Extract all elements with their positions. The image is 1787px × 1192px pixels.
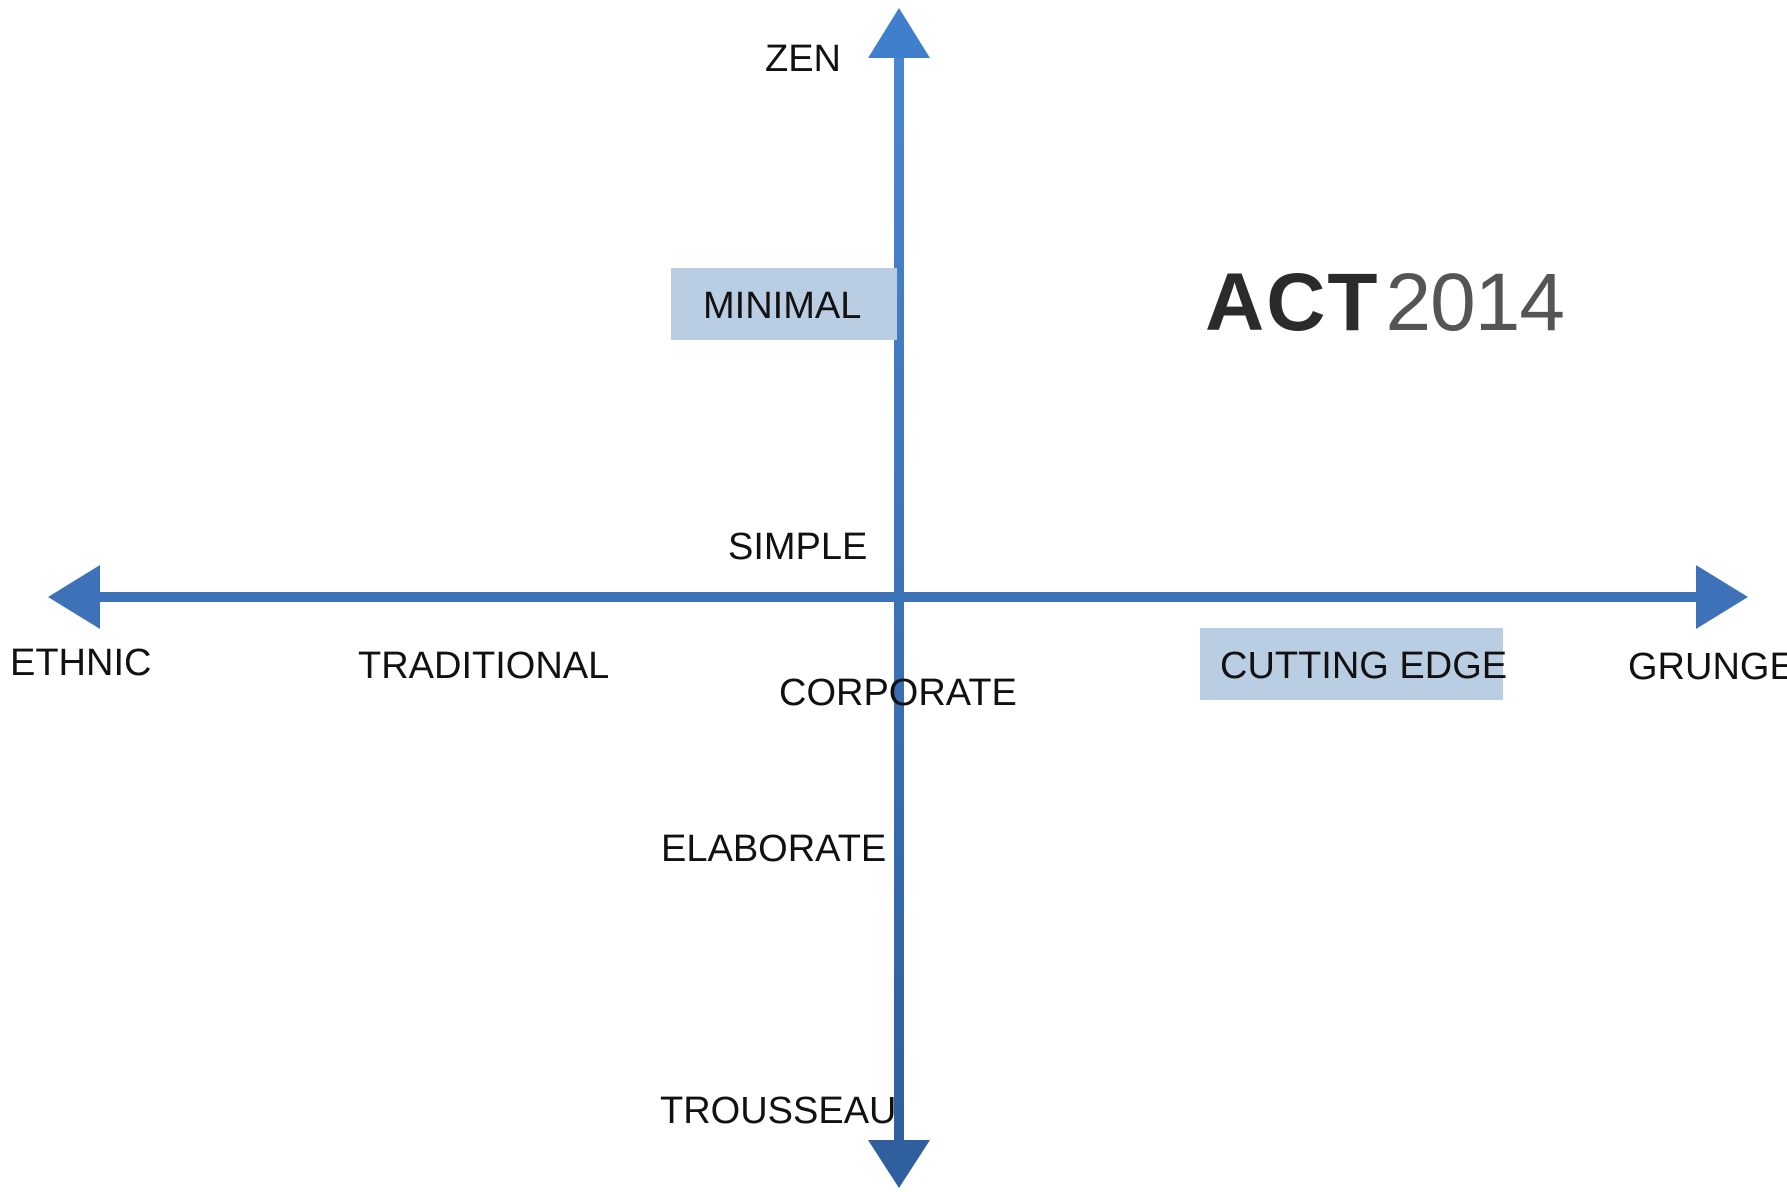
top-arrow-head [868, 8, 930, 58]
label-traditional: TRADITIONAL [358, 645, 610, 687]
label-corporate: CORPORATE [779, 672, 1017, 714]
label-simple: SIMPLE [728, 526, 868, 568]
bottom-arrow-head [868, 1140, 930, 1188]
left-arrow-head [48, 565, 100, 629]
axis-label-bottom: TROUSSEAU [660, 1090, 897, 1132]
vertical-axis-line [894, 50, 904, 1150]
label-elaborate: ELABORATE [661, 828, 887, 870]
cutting-edge-highlight-box [1200, 628, 1503, 700]
axis-label-top: ZEN [765, 38, 841, 80]
label-cutting-edge: CUTTING EDGE [1220, 645, 1508, 687]
right-arrow-head [1696, 565, 1748, 629]
axis-label-right: GRUNGE [1628, 646, 1787, 688]
minimal-highlight-box [671, 268, 897, 340]
act-2014-logo: ACT2014 [1205, 262, 1565, 344]
logo-brand: ACT [1205, 257, 1380, 348]
logo-year: 2014 [1385, 257, 1565, 348]
axis-label-left: ETHNIC [10, 642, 152, 684]
label-minimal: MINIMAL [703, 285, 862, 327]
